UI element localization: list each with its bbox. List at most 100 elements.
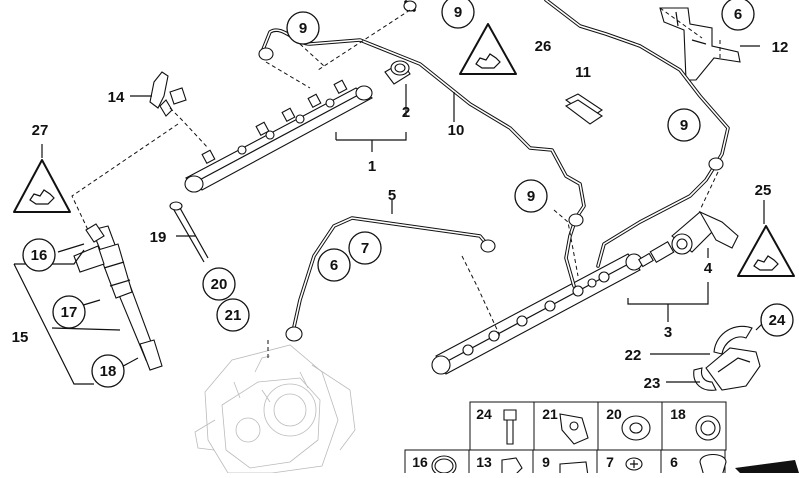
callout-10: 10 xyxy=(448,122,465,139)
callout-circle xyxy=(441,0,475,29)
callout-label: 25 xyxy=(755,182,772,199)
grommet-icon xyxy=(699,453,727,477)
grid-label-16: 16 xyxy=(412,454,428,470)
callout-label: 9 xyxy=(527,188,535,205)
callout-layer: 9 9 9 9 6 6 7 16 17 18 20 21 24 26 12 11 14 2 10 1 27 5 25 19 4 1… xyxy=(12,0,794,392)
callout-9: 9 xyxy=(441,0,475,29)
callout-circle xyxy=(22,238,56,272)
callout-label: 6 xyxy=(330,257,338,274)
rail-bolt xyxy=(169,201,209,263)
callout-6: 6 xyxy=(317,248,351,282)
callout-label: 9 xyxy=(299,20,307,37)
callout-label: 21 xyxy=(225,307,242,324)
grid-label-6: 6 xyxy=(670,454,678,470)
callout-circle xyxy=(514,179,548,213)
pipe-clip xyxy=(564,93,603,125)
high-pressure-pump xyxy=(194,344,356,474)
parts-grid xyxy=(404,401,799,478)
callout-label: 14 xyxy=(108,89,125,106)
warning-triangle-icon xyxy=(737,225,795,277)
callout-circle xyxy=(317,248,351,282)
callout-18: 18 xyxy=(91,354,125,388)
fuel-rail-upper xyxy=(184,79,374,193)
callout-9: 9 xyxy=(667,108,701,142)
bolt-icon xyxy=(503,409,517,445)
callout-5: 5 xyxy=(388,187,396,204)
callout-circle xyxy=(348,231,382,265)
sensor-line xyxy=(149,71,187,117)
callout-circle xyxy=(202,267,236,301)
sleeve-set xyxy=(693,325,761,391)
rail-plug xyxy=(384,60,411,85)
callout-label: 20 xyxy=(211,276,228,293)
grid-label-21: 21 xyxy=(542,406,558,422)
ring-icon xyxy=(695,415,721,441)
callout-label: 24 xyxy=(769,312,786,329)
callout-label: 9 xyxy=(680,117,688,134)
callout-label: 18 xyxy=(100,363,117,380)
warning-triangle-icon xyxy=(459,23,517,75)
callout-22: 22 xyxy=(625,347,642,364)
screw-icon xyxy=(625,457,643,471)
callout-11: 11 xyxy=(575,64,591,81)
callout-label: 22 xyxy=(625,347,642,364)
callout-label: 15 xyxy=(12,329,29,346)
callout-circle xyxy=(286,11,320,45)
callout-25: 25 xyxy=(755,182,772,199)
callout-label: 6 xyxy=(734,6,742,23)
nut-icon xyxy=(501,457,523,477)
bracket xyxy=(659,7,741,81)
callout-label: 10 xyxy=(448,122,465,139)
callout-label: 12 xyxy=(772,39,789,56)
callout-19: 19 xyxy=(150,229,167,246)
callout-label: 4 xyxy=(704,260,713,277)
callout-7: 7 xyxy=(348,231,382,265)
callout-circle xyxy=(52,295,86,329)
fuel-pipes xyxy=(258,0,730,342)
callout-label: 16 xyxy=(31,247,48,264)
callout-circle xyxy=(760,303,794,337)
callout-label: 5 xyxy=(388,187,396,204)
callout-17: 17 xyxy=(52,295,86,329)
callout-21: 21 xyxy=(216,298,250,332)
callout-label: 26 xyxy=(535,38,552,55)
callout-1: 1 xyxy=(368,158,376,175)
callout-6: 6 xyxy=(721,0,755,31)
callout-12: 12 xyxy=(772,39,789,56)
warning-triangle-icon xyxy=(13,159,71,213)
callout-label: 7 xyxy=(361,240,369,257)
grid-label-layer: 24 21 20 18 16 13 9 7 6 xyxy=(412,406,686,470)
injector xyxy=(73,223,163,371)
callout-15: 15 xyxy=(12,329,29,346)
grid-label-20: 20 xyxy=(606,406,622,422)
grid-label-9: 9 xyxy=(542,454,550,470)
o-ring-icon xyxy=(431,455,457,477)
callout-circle xyxy=(91,354,125,388)
callout-circle xyxy=(216,298,250,332)
callout-label: 27 xyxy=(32,122,49,139)
grid-label-24: 24 xyxy=(476,406,492,422)
callout-circle xyxy=(667,108,701,142)
callout-2: 2 xyxy=(402,104,410,121)
fuel-rail-lower xyxy=(431,253,643,375)
grid-label-13: 13 xyxy=(476,454,492,470)
callout-label: 19 xyxy=(150,229,167,246)
washer-icon xyxy=(621,415,651,441)
callout-9: 9 xyxy=(514,179,548,213)
clamp-icon xyxy=(559,413,589,445)
callout-label: 23 xyxy=(644,375,661,392)
callout-16: 16 xyxy=(22,238,56,272)
callout-14: 14 xyxy=(108,89,125,106)
callout-label: 1 xyxy=(368,158,376,175)
pressure-control-valve xyxy=(638,210,739,268)
grid-marker xyxy=(735,460,799,473)
grid-label-18: 18 xyxy=(670,406,686,422)
grid-label-7: 7 xyxy=(606,454,614,470)
callout-label: 3 xyxy=(664,324,672,341)
callout-label: 2 xyxy=(402,104,410,121)
callout-circle xyxy=(721,0,755,31)
callout-label: 17 xyxy=(61,304,78,321)
callout-4: 4 xyxy=(704,260,713,277)
